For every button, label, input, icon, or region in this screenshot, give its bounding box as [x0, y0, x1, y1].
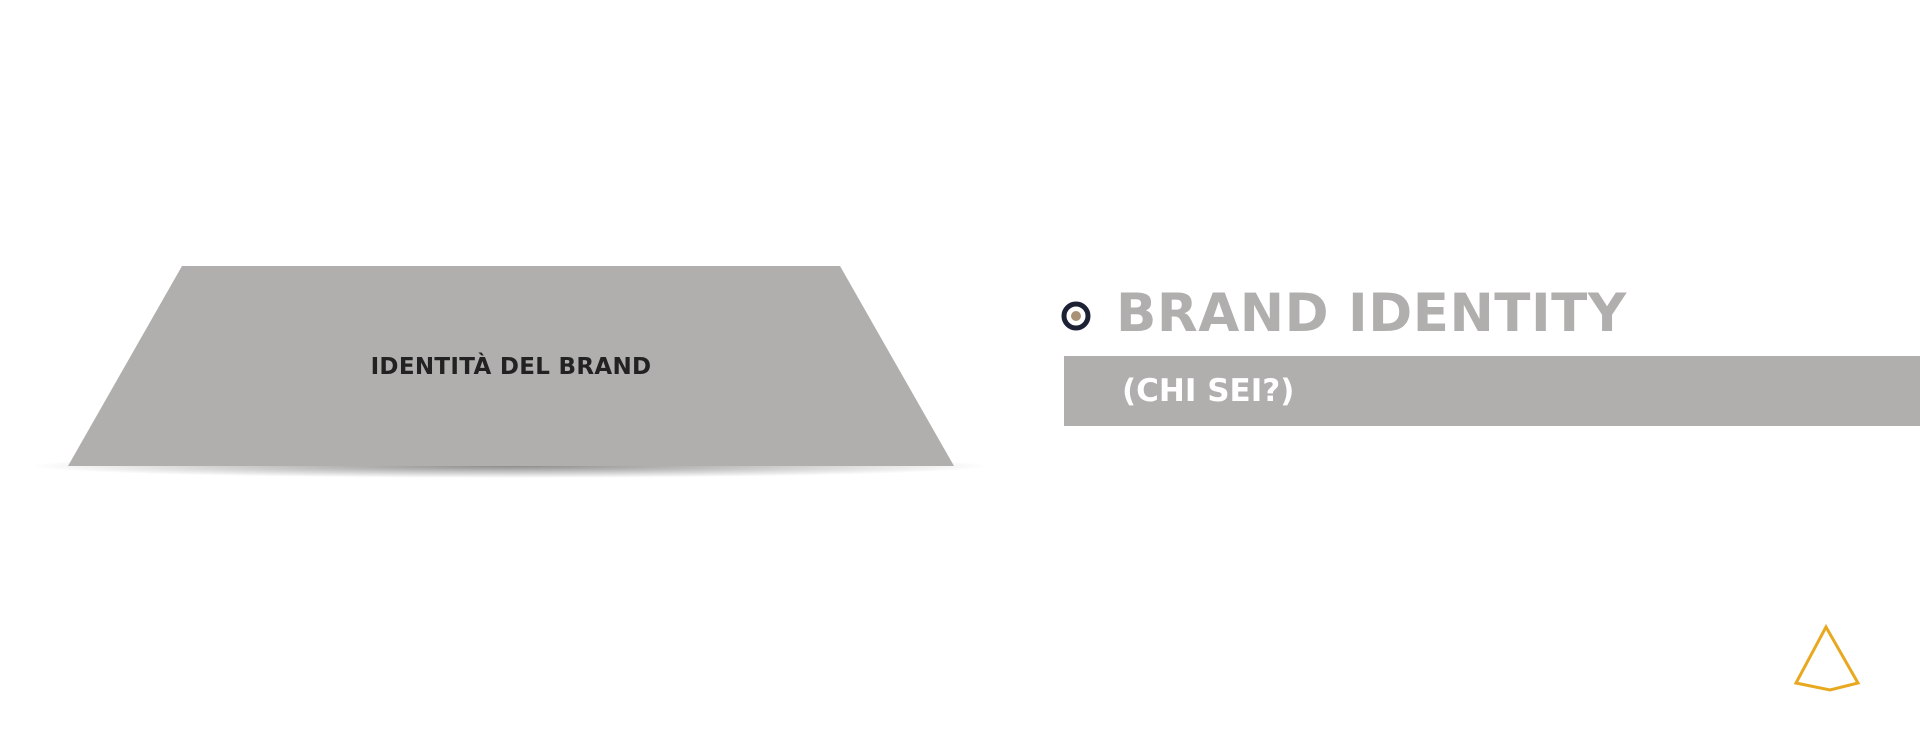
- triangle-outline-logo-icon: [1793, 623, 1861, 692]
- trapezoid-label: IDENTITÀ DEL BRAND: [370, 354, 652, 380]
- trapezoid-shape: [30, 266, 990, 478]
- subtitle-text: (CHI SEI?): [1122, 373, 1295, 409]
- target-bullet-icon: [1061, 301, 1091, 331]
- brand-identity-title: BRAND IDENTITY: [1116, 283, 1627, 344]
- subtitle-bar: (CHI SEI?): [1064, 356, 1920, 426]
- trapezoid-fill: [68, 266, 954, 466]
- trapezoid-block: IDENTITÀ DEL BRAND: [0, 0, 1000, 520]
